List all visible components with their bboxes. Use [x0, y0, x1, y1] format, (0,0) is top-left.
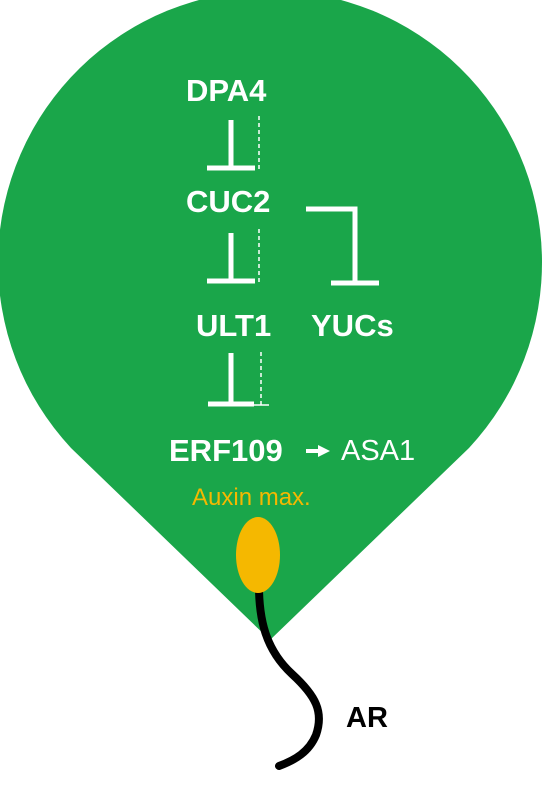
node-dpa4: DPA4: [186, 73, 267, 108]
edge-cuc2-ult1-solid: [207, 233, 255, 284]
edge-dpa4-cuc2-solid: [207, 120, 255, 171]
auxin-max-spot: [236, 517, 280, 593]
node-yucs: YUCs: [311, 308, 394, 343]
root-line: [254, 574, 323, 770]
leaf-shape: [0, 0, 542, 640]
node-erf109: ERF109: [169, 433, 283, 468]
adventitious-root-label: AR: [346, 702, 388, 734]
auxin-max-label: Auxin max.: [192, 484, 311, 511]
node-ult1: ULT1: [196, 308, 272, 343]
edge-erf109-asa1: [306, 445, 330, 457]
edge-ult1-erf109-solid: [208, 353, 254, 407]
node-cuc2: CUC2: [186, 184, 271, 219]
node-asa1: ASA1: [341, 435, 416, 467]
edge-cuc2-yucs: [306, 206, 379, 286]
edge-ult1-erf109-dashed: [253, 352, 269, 406]
